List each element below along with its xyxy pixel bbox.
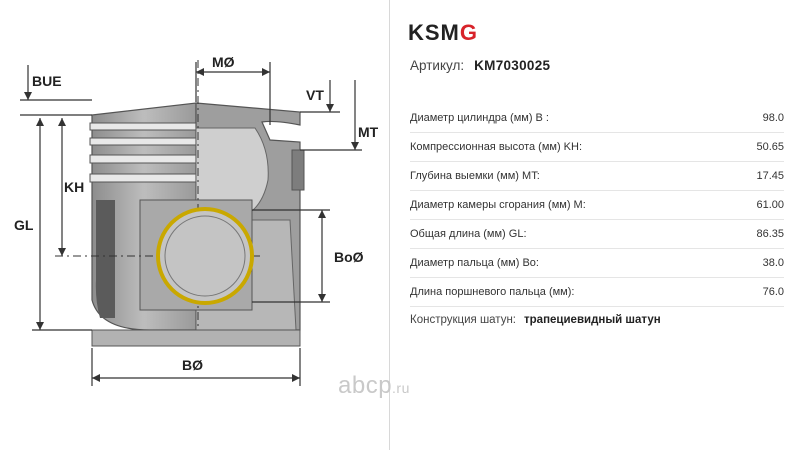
article-label: Артикул: bbox=[410, 58, 465, 73]
brand-logo: KSMG bbox=[408, 20, 479, 45]
row-divider bbox=[410, 277, 784, 278]
spec-row: Глубина выемки (мм) MT: 17.45 bbox=[410, 170, 784, 199]
divider bbox=[389, 0, 390, 450]
construction-value: трапециевидный шатун bbox=[524, 314, 661, 326]
spec-table: Диаметр цилиндра (мм) B : 98.0 Компресси… bbox=[410, 112, 784, 315]
construction: Конструкция шатун: трапециевидный шатун bbox=[410, 314, 661, 326]
abcp-watermark: abcp.ru bbox=[338, 372, 410, 399]
spec-row: Длина поршневого пальца (мм): 76.0 bbox=[410, 286, 784, 315]
spec-row: Общая длина (мм) GL: 86.35 bbox=[410, 228, 784, 257]
pin-circle bbox=[156, 207, 254, 305]
label-gl: GL bbox=[14, 217, 34, 233]
row-divider bbox=[410, 132, 784, 133]
spec-value: 76.0 bbox=[762, 286, 784, 298]
spec-row: Компрессионная высота (мм) KH: 50.65 bbox=[410, 141, 784, 170]
label-bo: BoØ bbox=[334, 249, 364, 265]
label-b: BØ bbox=[182, 357, 203, 373]
spec-label: Длина поршневого пальца (мм): bbox=[410, 286, 575, 298]
article-number: KM7030025 bbox=[474, 58, 551, 73]
spec-label: Глубина выемки (мм) MT: bbox=[410, 170, 540, 182]
spec-row: Диаметр пальца (мм) Bo: 38.0 bbox=[410, 257, 784, 286]
construction-label: Конструкция шатун: bbox=[410, 314, 517, 326]
row-divider bbox=[410, 190, 784, 191]
label-m: MØ bbox=[212, 54, 235, 70]
label-mt: MT bbox=[358, 124, 379, 140]
spec-value: 38.0 bbox=[762, 257, 784, 269]
spec-value: 50.65 bbox=[756, 141, 784, 153]
spec-value: 98.0 bbox=[762, 112, 784, 124]
label-vt: VT bbox=[306, 87, 324, 103]
row-divider bbox=[410, 219, 784, 220]
label-kh: KH bbox=[64, 179, 84, 195]
spec-value: 61.00 bbox=[756, 199, 784, 211]
article: Артикул: KM7030025 bbox=[410, 58, 550, 73]
row-divider bbox=[410, 248, 784, 249]
label-bue: BUE bbox=[32, 73, 62, 89]
spec-label: Диаметр камеры сгорания (мм) M: bbox=[410, 199, 586, 211]
spec-label: Диаметр пальца (мм) Bo: bbox=[410, 257, 539, 269]
row-divider bbox=[410, 306, 784, 307]
row-divider bbox=[410, 161, 784, 162]
spec-row: Диаметр камеры сгорания (мм) M: 61.00 bbox=[410, 199, 784, 228]
spec-label: Диаметр цилиндра (мм) B : bbox=[410, 112, 549, 124]
spec-value: 17.45 bbox=[756, 170, 784, 182]
spec-row: Диаметр цилиндра (мм) B : 98.0 bbox=[410, 112, 784, 141]
skirt-window bbox=[95, 200, 115, 318]
spec-value: 86.35 bbox=[756, 228, 784, 240]
spec-label: Общая длина (мм) GL: bbox=[410, 228, 527, 240]
spec-label: Компрессионная высота (мм) KH: bbox=[410, 141, 583, 153]
spec-panel: KSMG Артикул: KM7030025 Диаметр цилиндра … bbox=[390, 0, 800, 450]
piston-diagram: BUE MØ VT MT KH GL BoØ BØ bbox=[14, 54, 379, 386]
